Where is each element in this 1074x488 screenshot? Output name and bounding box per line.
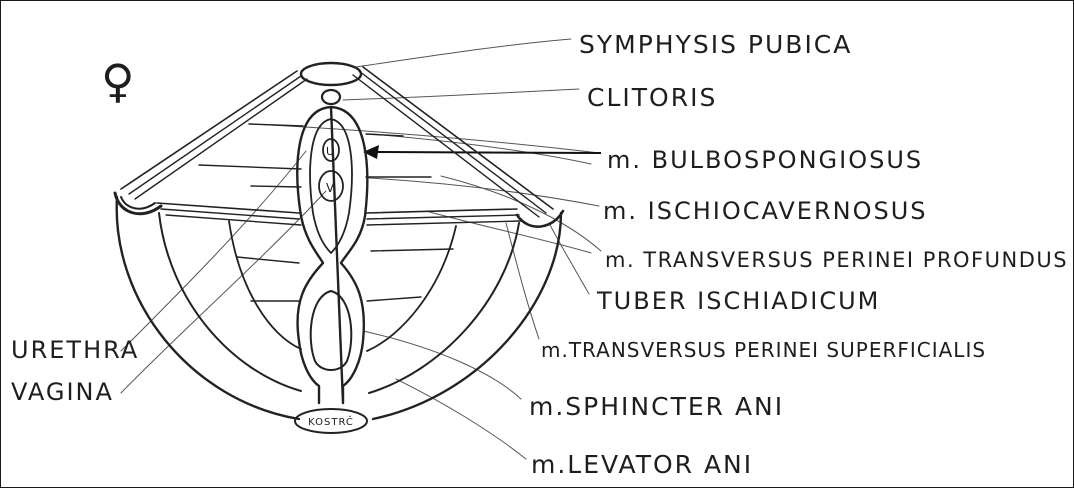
vagina-letter: V bbox=[326, 181, 335, 195]
label-m-sphincter-ani: m.SPHINCTER ANI bbox=[529, 392, 784, 421]
coccyx-label: KOSTRČ bbox=[308, 415, 354, 428]
label-symphysis-pubica: SYMPHYSIS PUBICA bbox=[579, 30, 852, 59]
label-m-ischiocavernosus: m. ISCHIOCAVERNOSUS bbox=[603, 197, 928, 225]
central-structures: U V KOSTRČ bbox=[295, 63, 367, 433]
label-tuber-ischiadicum: TUBER ISCHIADICUM bbox=[596, 287, 880, 315]
label-group: SYMPHYSIS PUBICA CLITORIS m. BULBOSPONGI… bbox=[11, 30, 1068, 479]
label-m-transversus-perinei-superficialis: m.TRANSVERSUS PERINEI SUPERFICIALIS bbox=[541, 338, 986, 362]
label-m-bulbospongiosus: m. BULBOSPONGIOSUS bbox=[607, 146, 923, 174]
label-m-levator-ani: m.LEVATOR ANI bbox=[531, 450, 753, 479]
female-symbol: ♀ bbox=[101, 54, 135, 108]
urethra-letter: U bbox=[326, 145, 334, 158]
label-urethra: URETHRA bbox=[11, 336, 139, 364]
label-clitoris: CLITORIS bbox=[587, 83, 717, 112]
label-m-transversus-perinei-profundus: m. TRANSVERSUS PERINEI PROFUNDUS bbox=[605, 248, 1068, 272]
symphysis-pubica-shape bbox=[301, 63, 361, 85]
clitoris-shape bbox=[322, 90, 340, 104]
label-vagina: VAGINA bbox=[11, 378, 114, 406]
